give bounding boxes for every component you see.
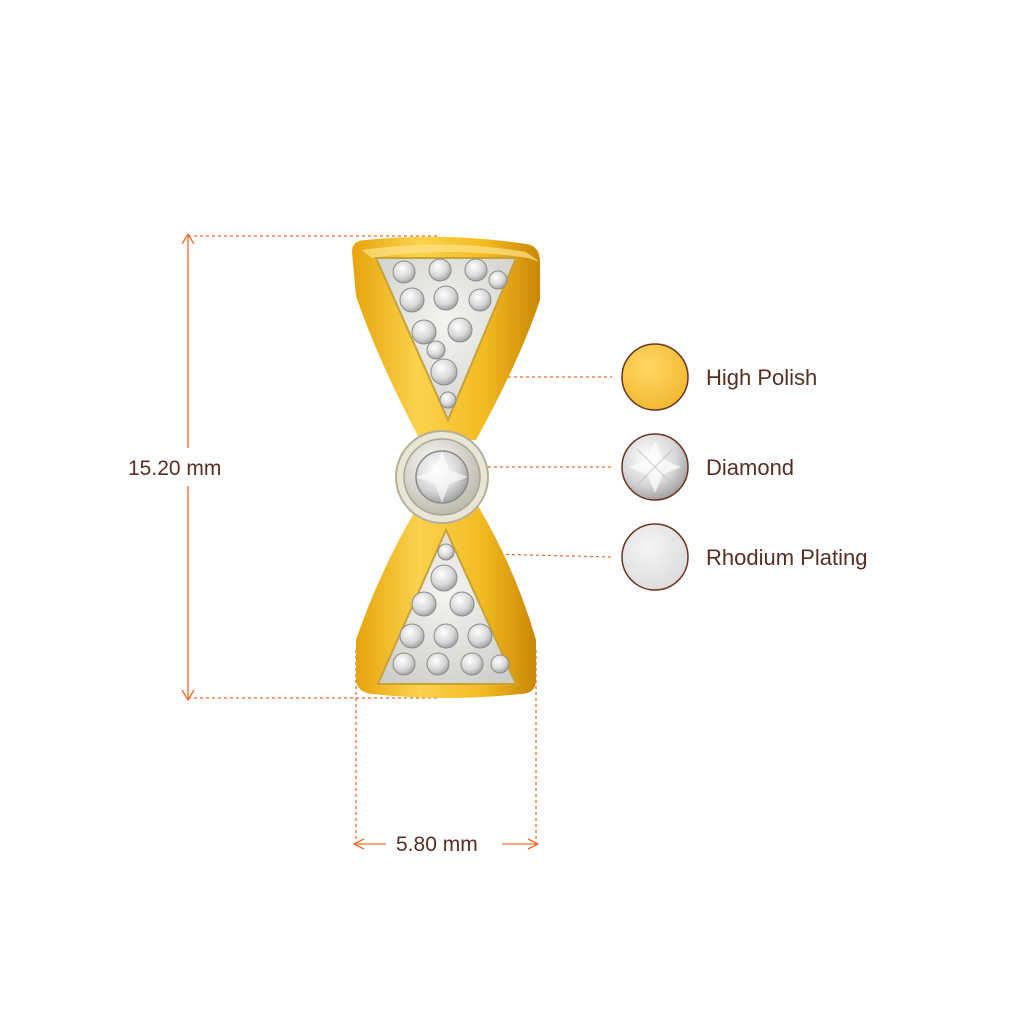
lower-pave-diamonds [392, 543, 510, 676]
height-arrow-top [181, 232, 195, 245]
legend-label-high-polish: High Polish [706, 365, 818, 390]
legend-label-diamond: Diamond [706, 455, 795, 480]
leader-rhodium [445, 552, 613, 558]
width-dimension-label: 5.80 mm [392, 834, 482, 855]
width-arrow-left [352, 838, 365, 850]
width-dimension [352, 650, 540, 850]
height-dimension-label: 15.20 mm [128, 456, 222, 481]
width-arrow-right [527, 838, 540, 850]
height-arrow-bottom [181, 689, 195, 702]
height-dimension [181, 232, 440, 702]
center-bezel-diamond [395, 430, 489, 524]
rhodium-plating-swatch [621, 523, 689, 591]
legend-label-rhodium-plating: Rhodium Plating [706, 545, 868, 570]
legend-swatches [621, 343, 689, 591]
leader-lines [445, 376, 613, 558]
upper-pave-diamonds [392, 258, 508, 409]
high-polish-swatch [621, 343, 689, 411]
diamond-swatch [621, 433, 689, 501]
